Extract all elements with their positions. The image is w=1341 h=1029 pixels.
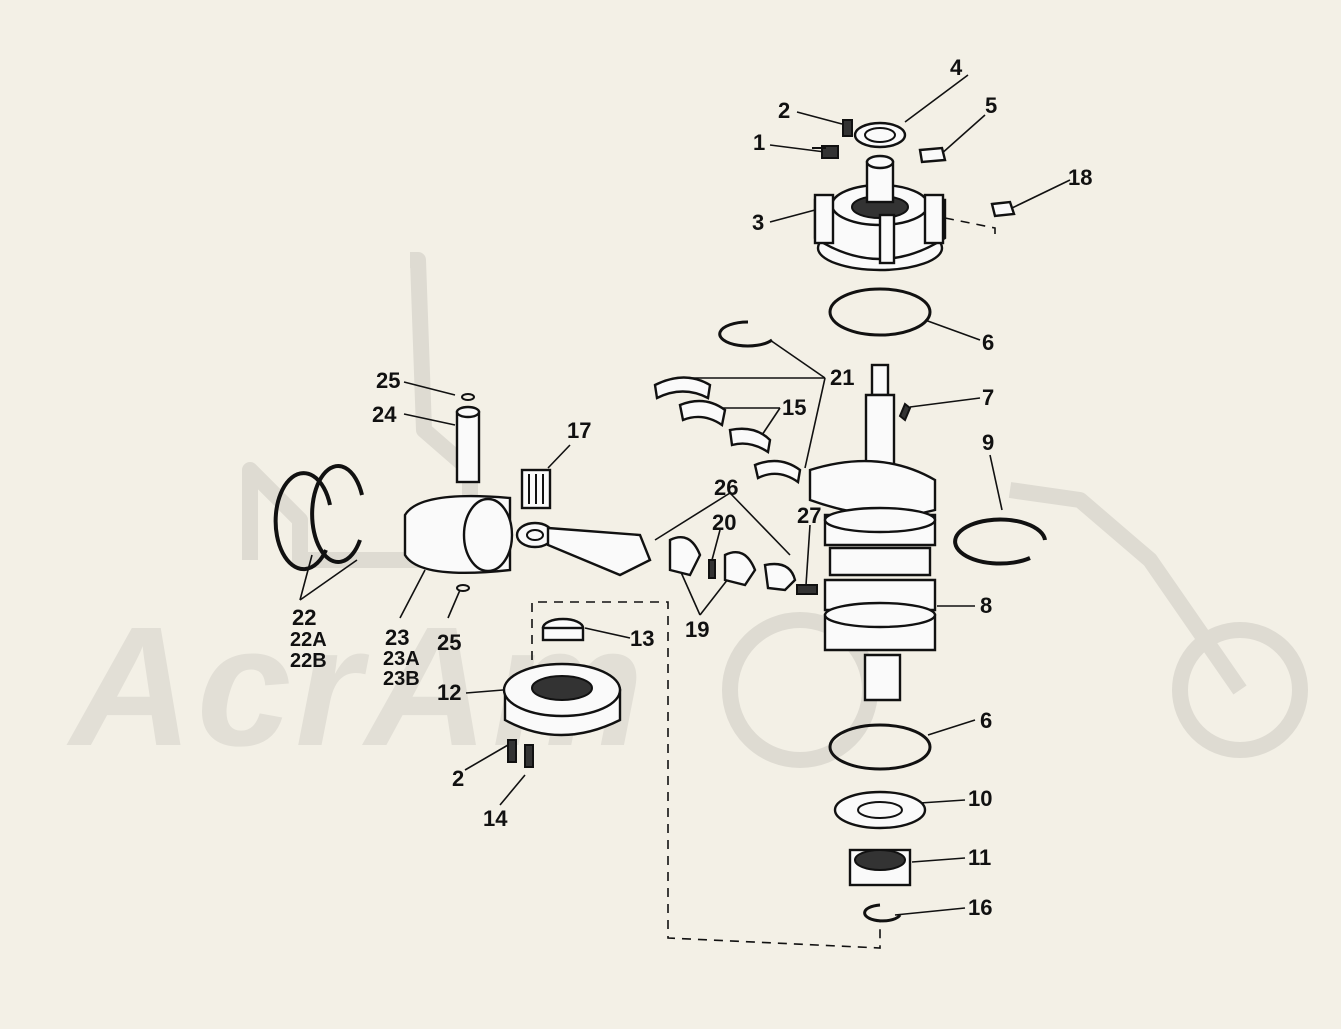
- watermark: AcrAm: [66, 252, 1308, 782]
- label-13: 13: [630, 626, 654, 651]
- screw-14: [524, 744, 534, 768]
- label-26: 26: [714, 475, 738, 500]
- label-3: 3: [752, 210, 764, 235]
- label-20: 20: [712, 510, 736, 535]
- label-5: 5: [985, 93, 997, 118]
- clip-25-top: [461, 393, 475, 401]
- pin-20: [708, 559, 716, 579]
- label-23b: 23B: [383, 668, 420, 690]
- screw-2-lower: [507, 739, 517, 763]
- clip-25-bottom: [456, 584, 470, 592]
- label-22b: 22B: [290, 650, 327, 672]
- screw-27: [796, 584, 818, 595]
- watermark-frame: [1008, 482, 1247, 695]
- label-16: 16: [968, 895, 992, 920]
- watermark-wheel-rear: [1172, 622, 1308, 758]
- label-1: 1: [753, 130, 765, 155]
- label-18: 18: [1068, 165, 1092, 190]
- label-15: 15: [782, 395, 806, 420]
- label-4: 4: [950, 55, 963, 80]
- lower-bearing-housing: [502, 617, 622, 768]
- label-22a: 22A: [290, 629, 327, 651]
- part-labels: 4 2 1 5 18 3 6 21 7 15 9 25 24 17 26 20 …: [290, 55, 1092, 920]
- label-17: 17: [567, 418, 591, 443]
- piston-ring-22a: [273, 471, 332, 572]
- connecting-rod: [515, 468, 652, 577]
- label-8: 8: [980, 593, 992, 618]
- retaining-ring-21: [718, 320, 773, 348]
- o-ring-6-bottom: [828, 723, 932, 771]
- leader-lines: [299, 74, 1071, 916]
- ring-16: [863, 903, 902, 923]
- o-ring-6-top: [828, 287, 932, 337]
- screw-1: [812, 145, 839, 159]
- piston-assembly: [273, 393, 514, 592]
- piston-ring-22b: [310, 464, 364, 564]
- label-19: 19: [685, 617, 709, 642]
- label-7: 7: [982, 385, 994, 410]
- label-2-lower: 2: [452, 766, 464, 791]
- label-6-top: 6: [982, 330, 994, 355]
- plate-10: [833, 790, 927, 830]
- label-12: 12: [437, 680, 461, 705]
- label-14: 14: [483, 806, 508, 831]
- clip-5: [918, 146, 947, 164]
- label-23a: 23A: [383, 648, 420, 670]
- label-10: 10: [968, 786, 992, 811]
- seal-4: [853, 121, 907, 149]
- label-6-bottom: 6: [980, 708, 992, 733]
- key-7: [898, 402, 912, 422]
- clip-18: [990, 200, 1016, 218]
- label-11: 11: [968, 845, 991, 870]
- crankshaft: [808, 363, 937, 702]
- label-27: 27: [797, 503, 821, 528]
- label-9: 9: [982, 430, 994, 455]
- label-25-top: 25: [376, 368, 400, 393]
- wrist-pin-24: [455, 410, 481, 484]
- label-25-bottom: 25: [437, 630, 461, 655]
- top-small-parts: [812, 119, 1016, 218]
- label-22: 22: [292, 605, 316, 630]
- assembly-guides: [531, 217, 996, 949]
- snap-ring-9: [953, 517, 1047, 566]
- label-21: 21: [830, 365, 854, 390]
- bearing-halves: [653, 376, 818, 595]
- label-2-top: 2: [778, 98, 790, 123]
- label-24: 24: [372, 402, 397, 427]
- label-23: 23: [385, 625, 409, 650]
- bottom-stack: [833, 790, 927, 923]
- upper-bearing-housing: [813, 154, 947, 272]
- screw-2-top: [842, 119, 853, 137]
